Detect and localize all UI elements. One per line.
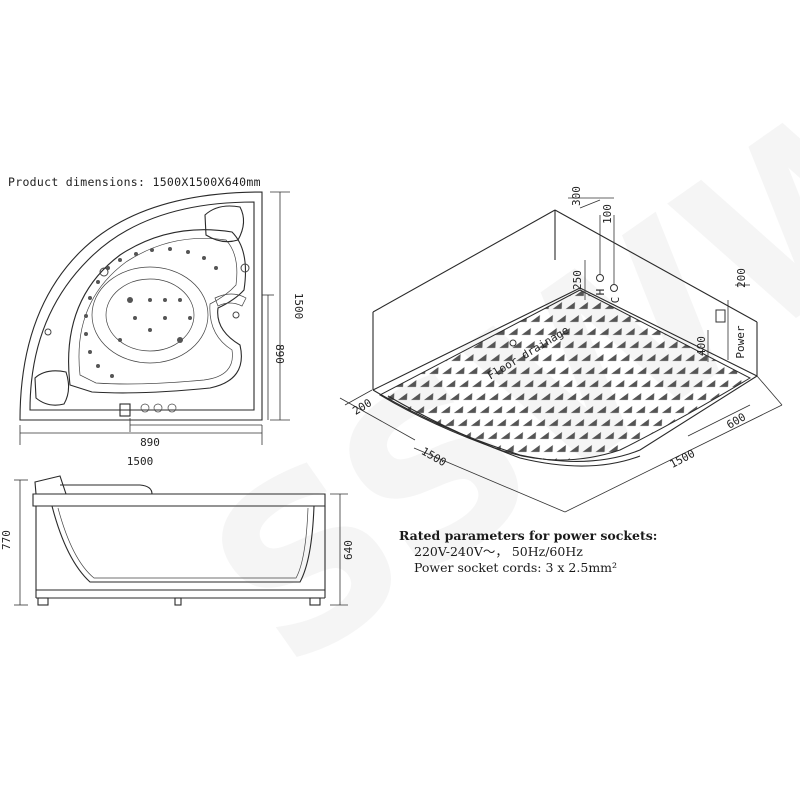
top-view <box>19 191 290 445</box>
power-specs-voltage: 220V-240V～， 50Hz/60Hz <box>414 544 583 559</box>
room-dim-250: 250 <box>571 270 584 290</box>
product-dimensions-label: Product dimensions: 1500X1500X640mm <box>8 175 261 189</box>
side-view-tub-height-dim: 640 <box>342 540 355 560</box>
power-specs-title: Rated parameters for power sockets: <box>399 528 658 543</box>
side-view <box>14 475 348 606</box>
power-specs-cords: Power socket cords: 3 x 2.5mm² <box>414 560 618 575</box>
room-dim-400: 400 <box>695 336 708 356</box>
top-view-height-dim: 1500 <box>292 293 305 320</box>
side-view-total-height-dim: 770 <box>0 530 13 550</box>
top-view-inner-height-dim: 890 <box>273 344 286 364</box>
room-view <box>339 197 783 513</box>
hot-water-label: H <box>594 289 607 296</box>
room-dim-300: 300 <box>570 186 583 206</box>
top-view-inner-width-dim: 890 <box>140 436 160 449</box>
room-dim-100: 100 <box>601 204 614 224</box>
cold-water-label: C <box>609 297 622 304</box>
room-dim-200-top: 200 <box>735 268 748 288</box>
top-view-width-dim: 1500 <box>127 455 154 468</box>
power-socket-label: Power <box>734 325 747 358</box>
power-specs: Rated parameters for power sockets: 220V… <box>399 528 657 576</box>
